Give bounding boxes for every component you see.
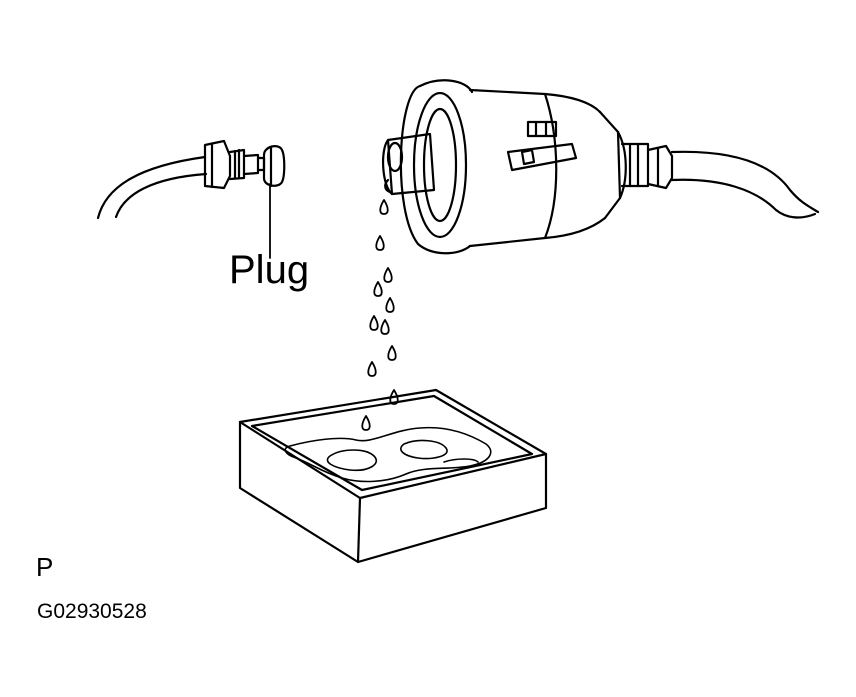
fuel-filter [382,79,627,255]
plug [256,145,286,188]
plug-label: Plug [229,248,310,292]
fuel-drop [361,415,371,431]
fuel-drop [379,199,389,215]
left-hose-fitting [203,139,260,190]
fuel-drop [369,315,379,331]
left-fuel-hose [96,155,208,220]
fuel-drop [373,281,383,297]
figure-code: G02930528 [37,600,147,623]
fuel-drop [387,345,397,361]
view-letter: P [36,552,54,582]
fuel-drops [361,199,399,431]
right-hose-fitting [620,142,674,190]
fuel-drop [385,297,395,313]
fuel-drop [367,361,377,377]
fuel-drop [383,267,393,283]
fuel-drop [380,319,390,335]
right-fuel-hose [670,150,820,219]
drain-pan [238,388,548,564]
fuel-drop [375,235,385,251]
